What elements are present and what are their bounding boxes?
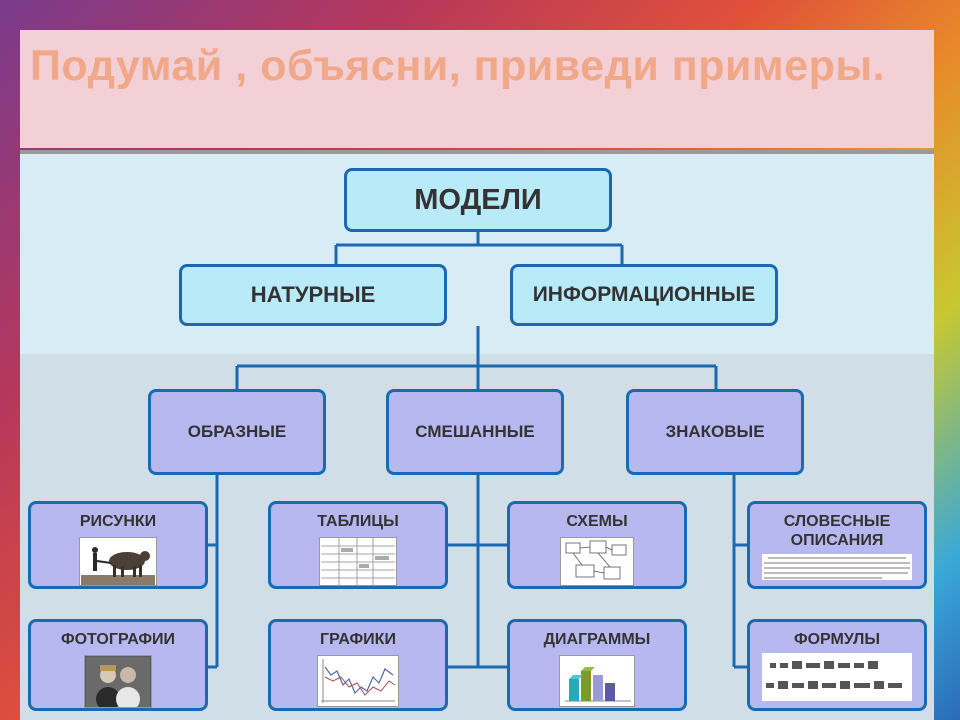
node-formulas-label: ФОРМУЛЫ	[793, 631, 881, 648]
node-tables-label: ТАБЛИЦЫ	[317, 513, 399, 530]
node-schemes: СХЕМЫ	[507, 501, 687, 589]
scheme-thumbnail-icon	[560, 537, 634, 586]
node-graphs: ГРАФИКИ	[268, 619, 448, 711]
node-schemes-label: СХЕМЫ	[566, 513, 628, 530]
node-models: МОДЕЛИ	[344, 168, 612, 232]
node-mixed-label: СМЕШАННЫЕ	[415, 422, 535, 441]
graph-thumbnail-icon	[317, 655, 399, 707]
node-photos-label: ФОТОГРАФИИ	[60, 631, 176, 648]
node-drawings: РИСУНКИ	[28, 501, 208, 589]
node-diagrams: ДИАГРАММЫ	[507, 619, 687, 711]
node-formulas: ФОРМУЛЫ	[747, 619, 927, 711]
slide-title: Подумай , объясни, приведи примеры.	[30, 42, 886, 90]
node-verbal-label-line1: СЛОВЕСНЫЕ	[783, 513, 891, 530]
node-mixed: СМЕШАННЫЕ	[386, 389, 564, 475]
node-figurative: ОБРАЗНЫЕ	[148, 389, 326, 475]
node-verbal-label-line2: ОПИСАНИЯ	[790, 532, 884, 549]
node-symbolic: ЗНАКОВЫЕ	[626, 389, 804, 475]
node-drawings-label: РИСУНКИ	[79, 513, 157, 530]
node-diagrams-label: ДИАГРАММЫ	[543, 631, 651, 648]
node-models-label: МОДЕЛИ	[414, 183, 542, 216]
text-thumbnail-icon	[762, 554, 912, 580]
node-graphs-label: ГРАФИКИ	[320, 631, 396, 648]
node-natural: НАТУРНЫЕ	[179, 264, 447, 326]
formula-thumbnail-icon	[762, 653, 912, 701]
node-informational: ИНФОРМАЦИОННЫЕ	[510, 264, 778, 326]
table-thumbnail-icon	[319, 537, 397, 586]
drawing-thumbnail-icon	[79, 537, 157, 586]
node-photos: ФОТОГРАФИИ	[28, 619, 208, 711]
node-natural-label: НАТУРНЫЕ	[250, 282, 376, 307]
node-verbal-descriptions: СЛОВЕСНЫЕ ОПИСАНИЯ	[747, 501, 927, 589]
node-figurative-label: ОБРАЗНЫЕ	[187, 422, 287, 441]
node-symbolic-label: ЗНАКОВЫЕ	[665, 422, 765, 441]
title-band	[20, 30, 934, 148]
node-informational-label: ИНФОРМАЦИОННЫЕ	[532, 283, 756, 306]
node-tables: ТАБЛИЦЫ	[268, 501, 448, 589]
photo-thumbnail-icon	[84, 655, 152, 708]
diagram-thumbnail-icon	[559, 655, 635, 707]
